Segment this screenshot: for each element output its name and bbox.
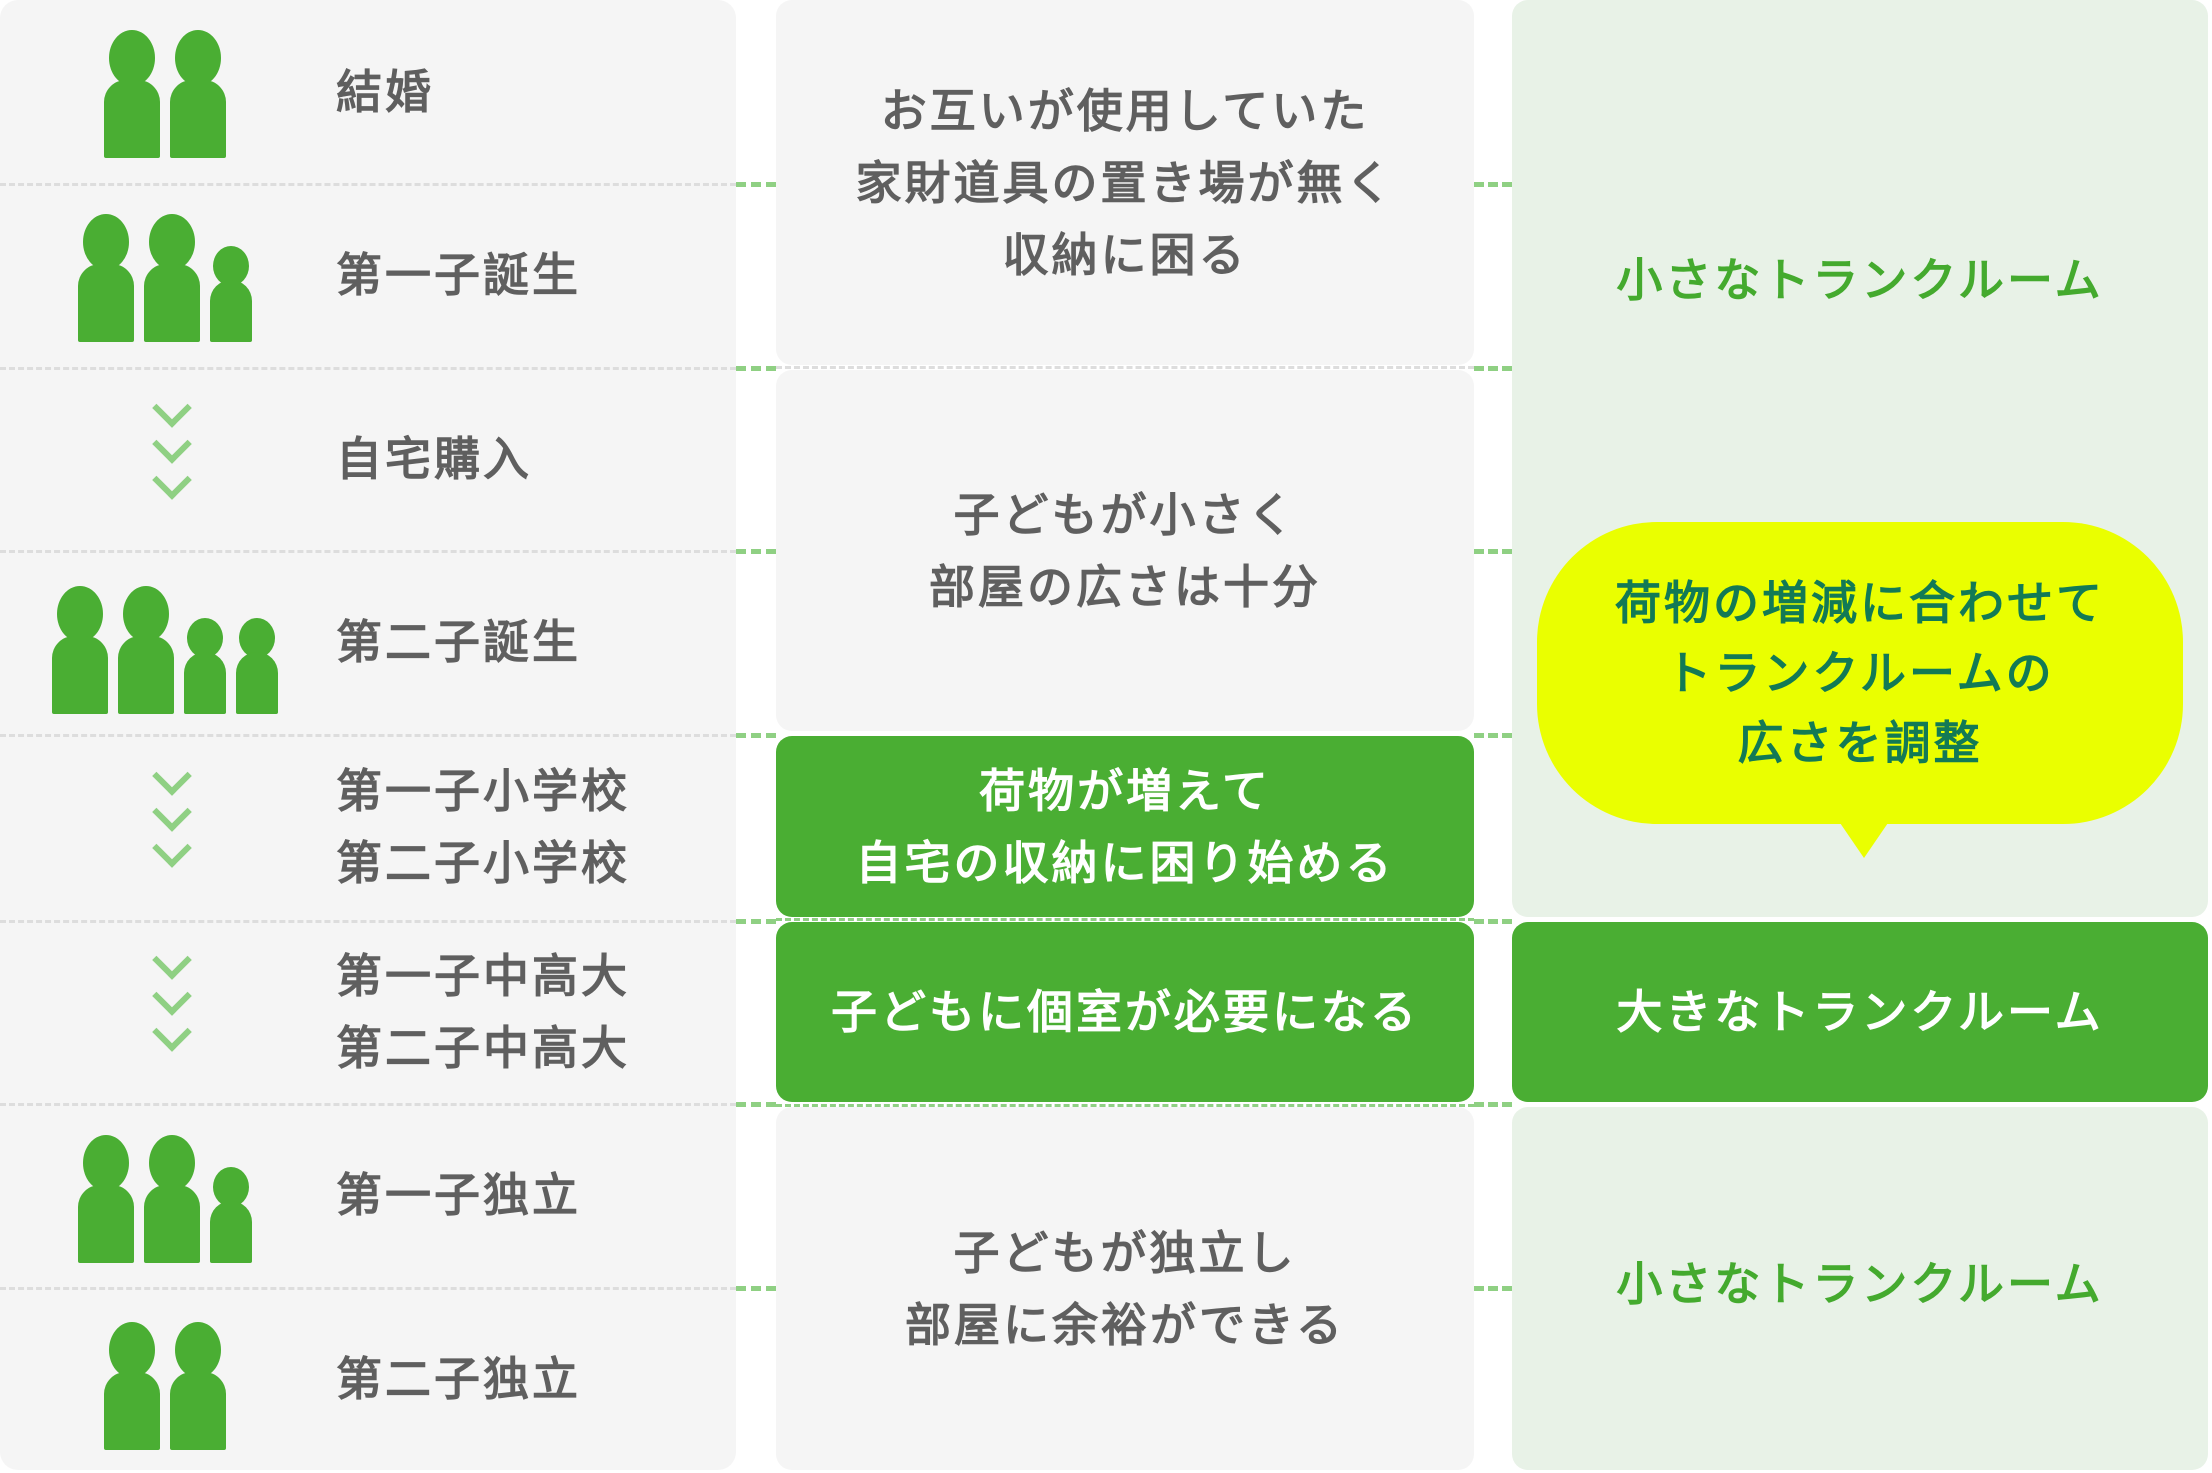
connector-dash — [736, 1286, 776, 1291]
situation-text: 荷物が増えて 自宅の収納に困り始める — [855, 763, 1395, 890]
situation-text: 子どもが独立し 部屋に余裕ができる — [904, 1225, 1346, 1352]
event-label-first-child-independence: 第一子独立 — [336, 1168, 581, 1222]
situation-box-1: お互いが使用していた 家財道具の置き場が無く 収納に困る — [776, 0, 1474, 365]
event-label-first-child-birth: 第一子誕生 — [336, 248, 581, 302]
connector-dash — [1474, 549, 1512, 554]
event-label-home-purchase: 自宅購入 — [336, 431, 532, 486]
situation-text: 子どもに個室が必要になる — [831, 985, 1419, 1039]
event-label-marriage: 結婚 — [336, 64, 434, 119]
two-people-icon — [104, 1322, 226, 1450]
chevron-down-icon — [152, 756, 192, 868]
row-separator — [776, 1104, 1474, 1107]
situation-box-4: 子どもに個室が必要になる — [776, 922, 1474, 1102]
connector-dash — [1474, 1102, 1512, 1107]
row-separator — [0, 550, 736, 553]
recommendation-box-small-2: 小さなトランクルーム — [1512, 1107, 2208, 1470]
chevron-down-icon — [152, 940, 192, 1052]
row-separator — [0, 367, 736, 370]
callout-bubble: 荷物の増減に合わせて トランクルームの 広さを調整 — [1537, 522, 2183, 824]
event-label-second-child-birth: 第二子誕生 — [336, 615, 581, 669]
recommendation-text: 小さなトランクルーム — [1616, 253, 2104, 307]
event-label-secondary-school: 第一子中高大 第二子中高大 — [336, 948, 630, 1075]
connector-dash — [1474, 1286, 1512, 1291]
event-label-second-child-independence: 第二子独立 — [336, 1351, 581, 1406]
situation-box-5: 子どもが独立し 部屋に余裕ができる — [776, 1107, 1474, 1470]
situation-box-3: 荷物が増えて 自宅の収納に困り始める — [776, 736, 1474, 917]
connector-dash — [1474, 182, 1512, 187]
connector-dash — [736, 366, 776, 371]
row-separator — [0, 920, 736, 923]
two-people-icon — [104, 30, 226, 158]
three-people-icon — [78, 1135, 252, 1263]
recommendation-text: 小さなトランクルーム — [1616, 1256, 2104, 1311]
three-people-icon — [78, 214, 252, 342]
row-separator — [0, 1103, 736, 1106]
connector-dash — [736, 182, 776, 187]
connector-dash — [736, 919, 776, 924]
connector-dash — [1474, 733, 1512, 738]
recommendation-text: 大きなトランクルーム — [1616, 985, 2104, 1039]
situation-text: 子どもが小さく 部屋の広さは十分 — [929, 487, 1321, 614]
row-separator — [776, 366, 1474, 369]
connector-dash — [1474, 366, 1512, 371]
recommendation-box-large: 大きなトランクルーム — [1512, 922, 2208, 1102]
situation-text: お互いが使用していた 家財道具の置き場が無く 収納に困る — [855, 83, 1395, 282]
row-separator — [776, 918, 1474, 921]
connector-dash — [736, 733, 776, 738]
chevron-down-icon — [152, 388, 192, 500]
connector-dash — [736, 1102, 776, 1107]
event-label-elementary-school: 第一子小学校 第二子小学校 — [336, 764, 630, 890]
row-separator — [0, 734, 736, 737]
connector-dash — [1474, 919, 1512, 924]
connector-dash — [736, 549, 776, 554]
situation-box-2: 子どもが小さく 部屋の広さは十分 — [776, 370, 1474, 731]
callout-bubble-tail — [1838, 820, 1890, 858]
row-separator — [0, 1287, 736, 1290]
four-people-icon — [52, 586, 278, 714]
row-separator — [0, 183, 736, 186]
callout-text: 荷物の増減に合わせて トランクルームの 広さを調整 — [1615, 576, 2105, 770]
